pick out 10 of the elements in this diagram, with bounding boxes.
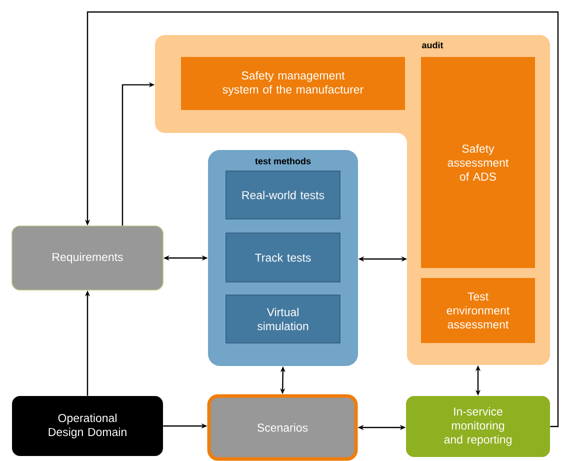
test-method-box: Virtual simulation bbox=[226, 294, 340, 344]
assessment-box: Safety assessment of ADS bbox=[421, 57, 535, 268]
assessment-box: Safety management system of the manufacturer bbox=[181, 57, 405, 110]
test-method-box: Track tests bbox=[226, 232, 340, 282]
process-box: In-service monitoring and reporting bbox=[406, 396, 550, 457]
assessment-box: Test environment assessment bbox=[421, 278, 535, 343]
process-box: Scenarios bbox=[207, 394, 358, 461]
process-box: Operational Design Domain bbox=[12, 396, 163, 456]
test-method-box: Real-world tests bbox=[226, 170, 340, 220]
process-box: Requirements bbox=[12, 226, 164, 290]
